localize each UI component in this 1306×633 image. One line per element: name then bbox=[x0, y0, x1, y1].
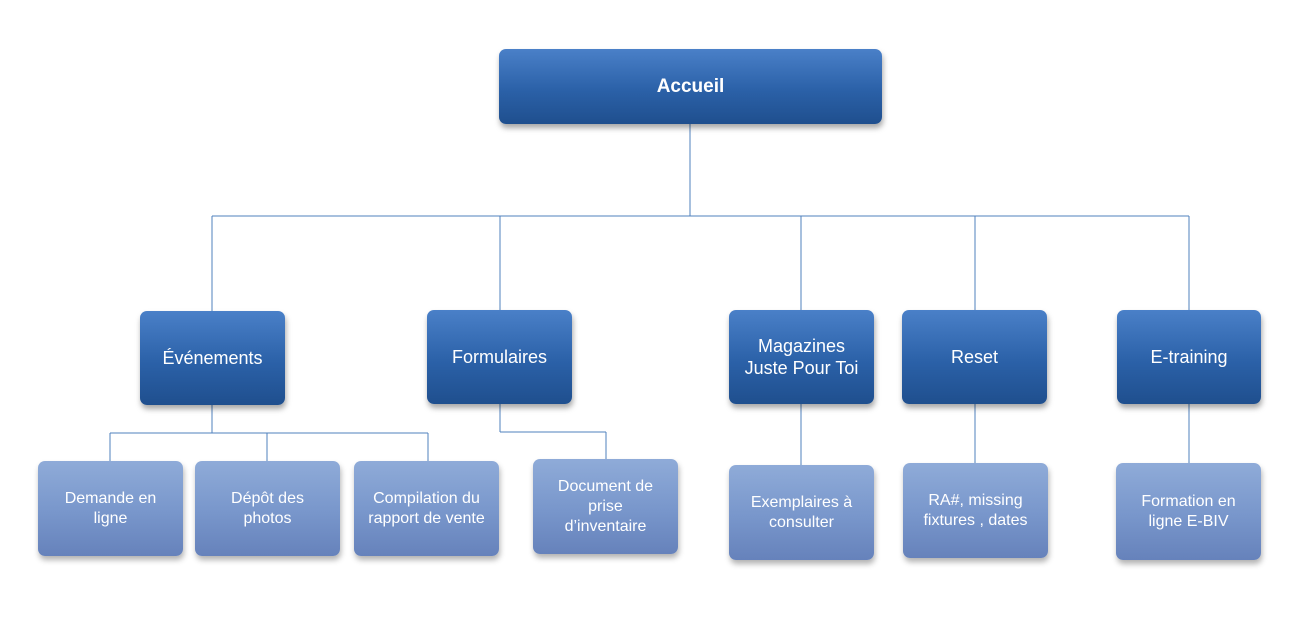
node-exemplaires-label: Exemplaires à consulter bbox=[750, 493, 853, 531]
node-demande: Demande en ligne bbox=[38, 461, 183, 556]
node-magazines-label: Magazines Juste Pour Toi bbox=[744, 335, 859, 379]
node-reset: Reset bbox=[902, 310, 1047, 404]
node-depot: Dépôt des photos bbox=[195, 461, 340, 556]
node-depot-label: Dépôt des photos bbox=[231, 489, 304, 527]
node-reset-label: Reset bbox=[950, 346, 999, 367]
node-etraining: E-training bbox=[1117, 310, 1261, 404]
node-document-label: Document de prise d’inventaire bbox=[557, 477, 654, 535]
node-demande-label: Demande en ligne bbox=[64, 489, 157, 527]
node-ra-label: RA#, missing fixtures , dates bbox=[923, 491, 1028, 529]
node-accueil-label: Accueil bbox=[656, 75, 725, 97]
node-formulaires: Formulaires bbox=[427, 310, 572, 404]
node-evenements-label: Événements bbox=[162, 347, 263, 368]
node-compilation-label: Compilation du rapport de vente bbox=[368, 489, 485, 527]
node-formation-label: Formation en ligne E-BIV bbox=[1141, 492, 1236, 530]
node-document: Document de prise d’inventaire bbox=[533, 459, 678, 554]
node-formulaires-label: Formulaires bbox=[451, 346, 548, 367]
node-magazines: Magazines Juste Pour Toi bbox=[729, 310, 874, 404]
node-accueil: Accueil bbox=[499, 49, 882, 124]
node-etraining-label: E-training bbox=[1150, 346, 1228, 367]
node-ra: RA#, missing fixtures , dates bbox=[903, 463, 1048, 558]
node-formation: Formation en ligne E-BIV bbox=[1116, 463, 1261, 560]
node-evenements: Événements bbox=[140, 311, 285, 405]
node-exemplaires: Exemplaires à consulter bbox=[729, 465, 874, 560]
node-compilation: Compilation du rapport de vente bbox=[354, 461, 499, 556]
